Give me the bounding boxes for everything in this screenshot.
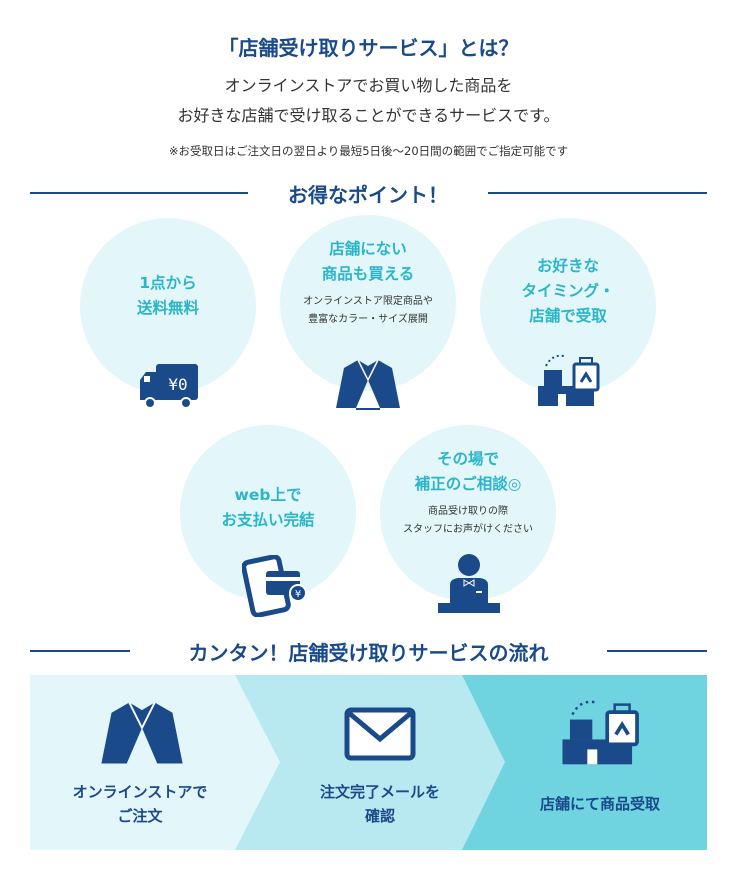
point-flexible-pickup: お好きな タイミング・ 店舗で受取	[480, 218, 656, 394]
truck-price-label: ¥0	[168, 375, 187, 394]
point-desc: 商品受け取りの際 スタッフにお声がけください	[403, 506, 533, 535]
subtitle-line-1: オンラインストアでお買い物した商品を	[224, 76, 513, 95]
divider	[607, 650, 707, 652]
phone-card-icon: ¥	[242, 555, 307, 617]
flow-step-pickup: 店舗にて商品受取	[539, 795, 660, 813]
points-heading: お得なポイント！	[288, 183, 448, 207]
truck-icon: ¥0	[140, 364, 198, 409]
pickup-note: ※お受取日はご注文日の翌日より最短5日後〜20日間の範囲でご指定可能です	[168, 144, 569, 158]
point-title: web上で お支払い完結	[221, 486, 315, 529]
point-online-exclusive: 店舗にない 商品も買える オンラインストア限定商品や 豊富なカラー・サイズ展開	[280, 215, 456, 391]
divider	[488, 192, 707, 194]
point-title: 店舗にない 商品も買える	[321, 240, 415, 283]
store-pickup-icon	[538, 354, 600, 406]
jacket-icon	[101, 702, 183, 764]
flow-heading: カンタン！店舗受け取りサービスの流れ	[188, 641, 549, 665]
divider	[30, 192, 248, 194]
flow-step-order: オンラインストアで ご注文	[72, 783, 208, 825]
mail-icon	[344, 707, 416, 761]
point-title: 1点から 送料無料	[136, 274, 199, 317]
point-desc: オンラインストア限定商品や 豊富なカラー・サイズ展開	[303, 296, 433, 325]
svg-text:¥: ¥	[295, 589, 301, 600]
page-title: 「店舗受け取りサービス」とは？	[218, 36, 519, 60]
subtitle-line-2: お好きな店舗で受け取ることができるサービスです。	[177, 106, 560, 125]
jacket-icon	[336, 359, 400, 410]
flow-step-email: 注文完了メールを 確認	[319, 783, 440, 825]
store-pickup-icon	[562, 700, 639, 765]
staff-icon	[438, 554, 500, 613]
point-title: その場で 補正のご相談◎	[414, 450, 522, 493]
divider	[30, 650, 130, 652]
point-title: お好きな タイミング・ 店舗で受取	[521, 256, 615, 325]
